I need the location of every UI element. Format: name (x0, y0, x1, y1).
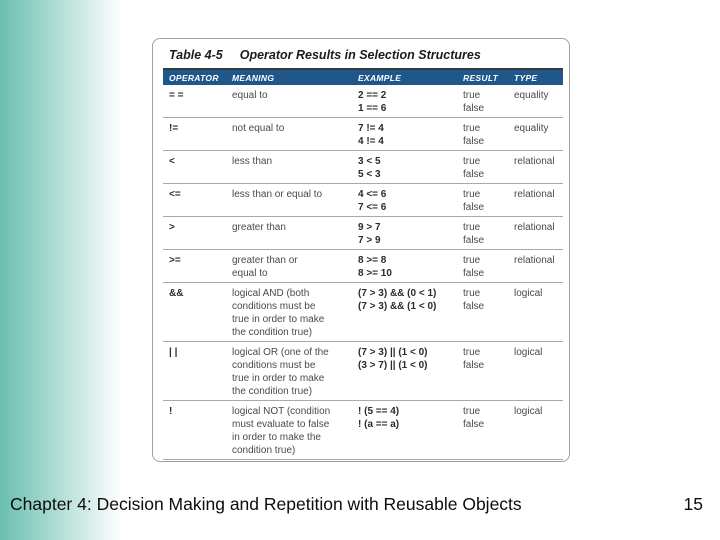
operator-cell: = = (169, 90, 184, 101)
column-header-operator: OPERATOR (163, 68, 232, 85)
meaning-cell: equal to (232, 90, 268, 101)
example-cell: (7 > 3) && (0 < 1)(7 > 3) && (1 < 0) (358, 288, 437, 312)
slide-footer: Chapter 4: Decision Making and Repetitio… (10, 494, 522, 515)
type-cell: equality (514, 90, 549, 101)
table-header-row: OPERATOR MEANING EXAMPLE RESULT TYPE (163, 68, 563, 85)
table-title-text: Operator Results in Selection Structures (239, 48, 481, 62)
operator-cell: | | (169, 347, 178, 358)
left-gradient-decoration (0, 0, 122, 540)
table-header: OPERATOR MEANING EXAMPLE RESULT TYPE (163, 68, 563, 85)
table-card: Table 4-5 Operator Results in Selection S… (152, 38, 570, 462)
column-header-type: TYPE (514, 68, 563, 85)
example-cell: ! (5 == 4)! (a == a) (358, 406, 400, 430)
column-header-result: RESULT (463, 68, 514, 85)
type-cell: relational (514, 255, 555, 266)
table-title: Table 4-5 Operator Results in Selection S… (169, 48, 561, 62)
column-header-example: EXAMPLE (358, 68, 463, 85)
operator-cell: >= (169, 255, 181, 266)
meaning-cell: not equal to (232, 123, 285, 134)
meaning-cell: less than (232, 156, 273, 167)
example-cell: (7 > 3) || (1 < 0)(3 > 7) || (1 < 0) (358, 347, 428, 371)
table-title-label: Table 4-5 (169, 48, 223, 62)
column-header-meaning: MEANING (232, 68, 358, 85)
type-cell: logical (514, 288, 543, 299)
type-cell: logical (514, 347, 543, 358)
type-cell: equality (514, 123, 549, 134)
operator-cell: <= (169, 189, 181, 200)
type-cell: relational (514, 156, 555, 167)
operator-cell: < (169, 156, 175, 167)
operator-cell: && (169, 288, 184, 299)
type-cell: logical (514, 406, 543, 417)
type-cell: relational (514, 222, 555, 233)
meaning-cell: greater than (232, 222, 286, 233)
page-number: 15 (683, 494, 703, 514)
footer-text: Chapter 4: Decision Making and Repetitio… (10, 494, 522, 514)
type-cell: relational (514, 189, 555, 200)
operator-cell: != (169, 123, 179, 134)
meaning-cell: less than or equal to (232, 189, 323, 200)
operator-results-table: OPERATOR MEANING EXAMPLE RESULT TYPE = =… (163, 68, 563, 460)
operator-cell: ! (169, 406, 173, 417)
operator-cell: > (169, 222, 175, 233)
